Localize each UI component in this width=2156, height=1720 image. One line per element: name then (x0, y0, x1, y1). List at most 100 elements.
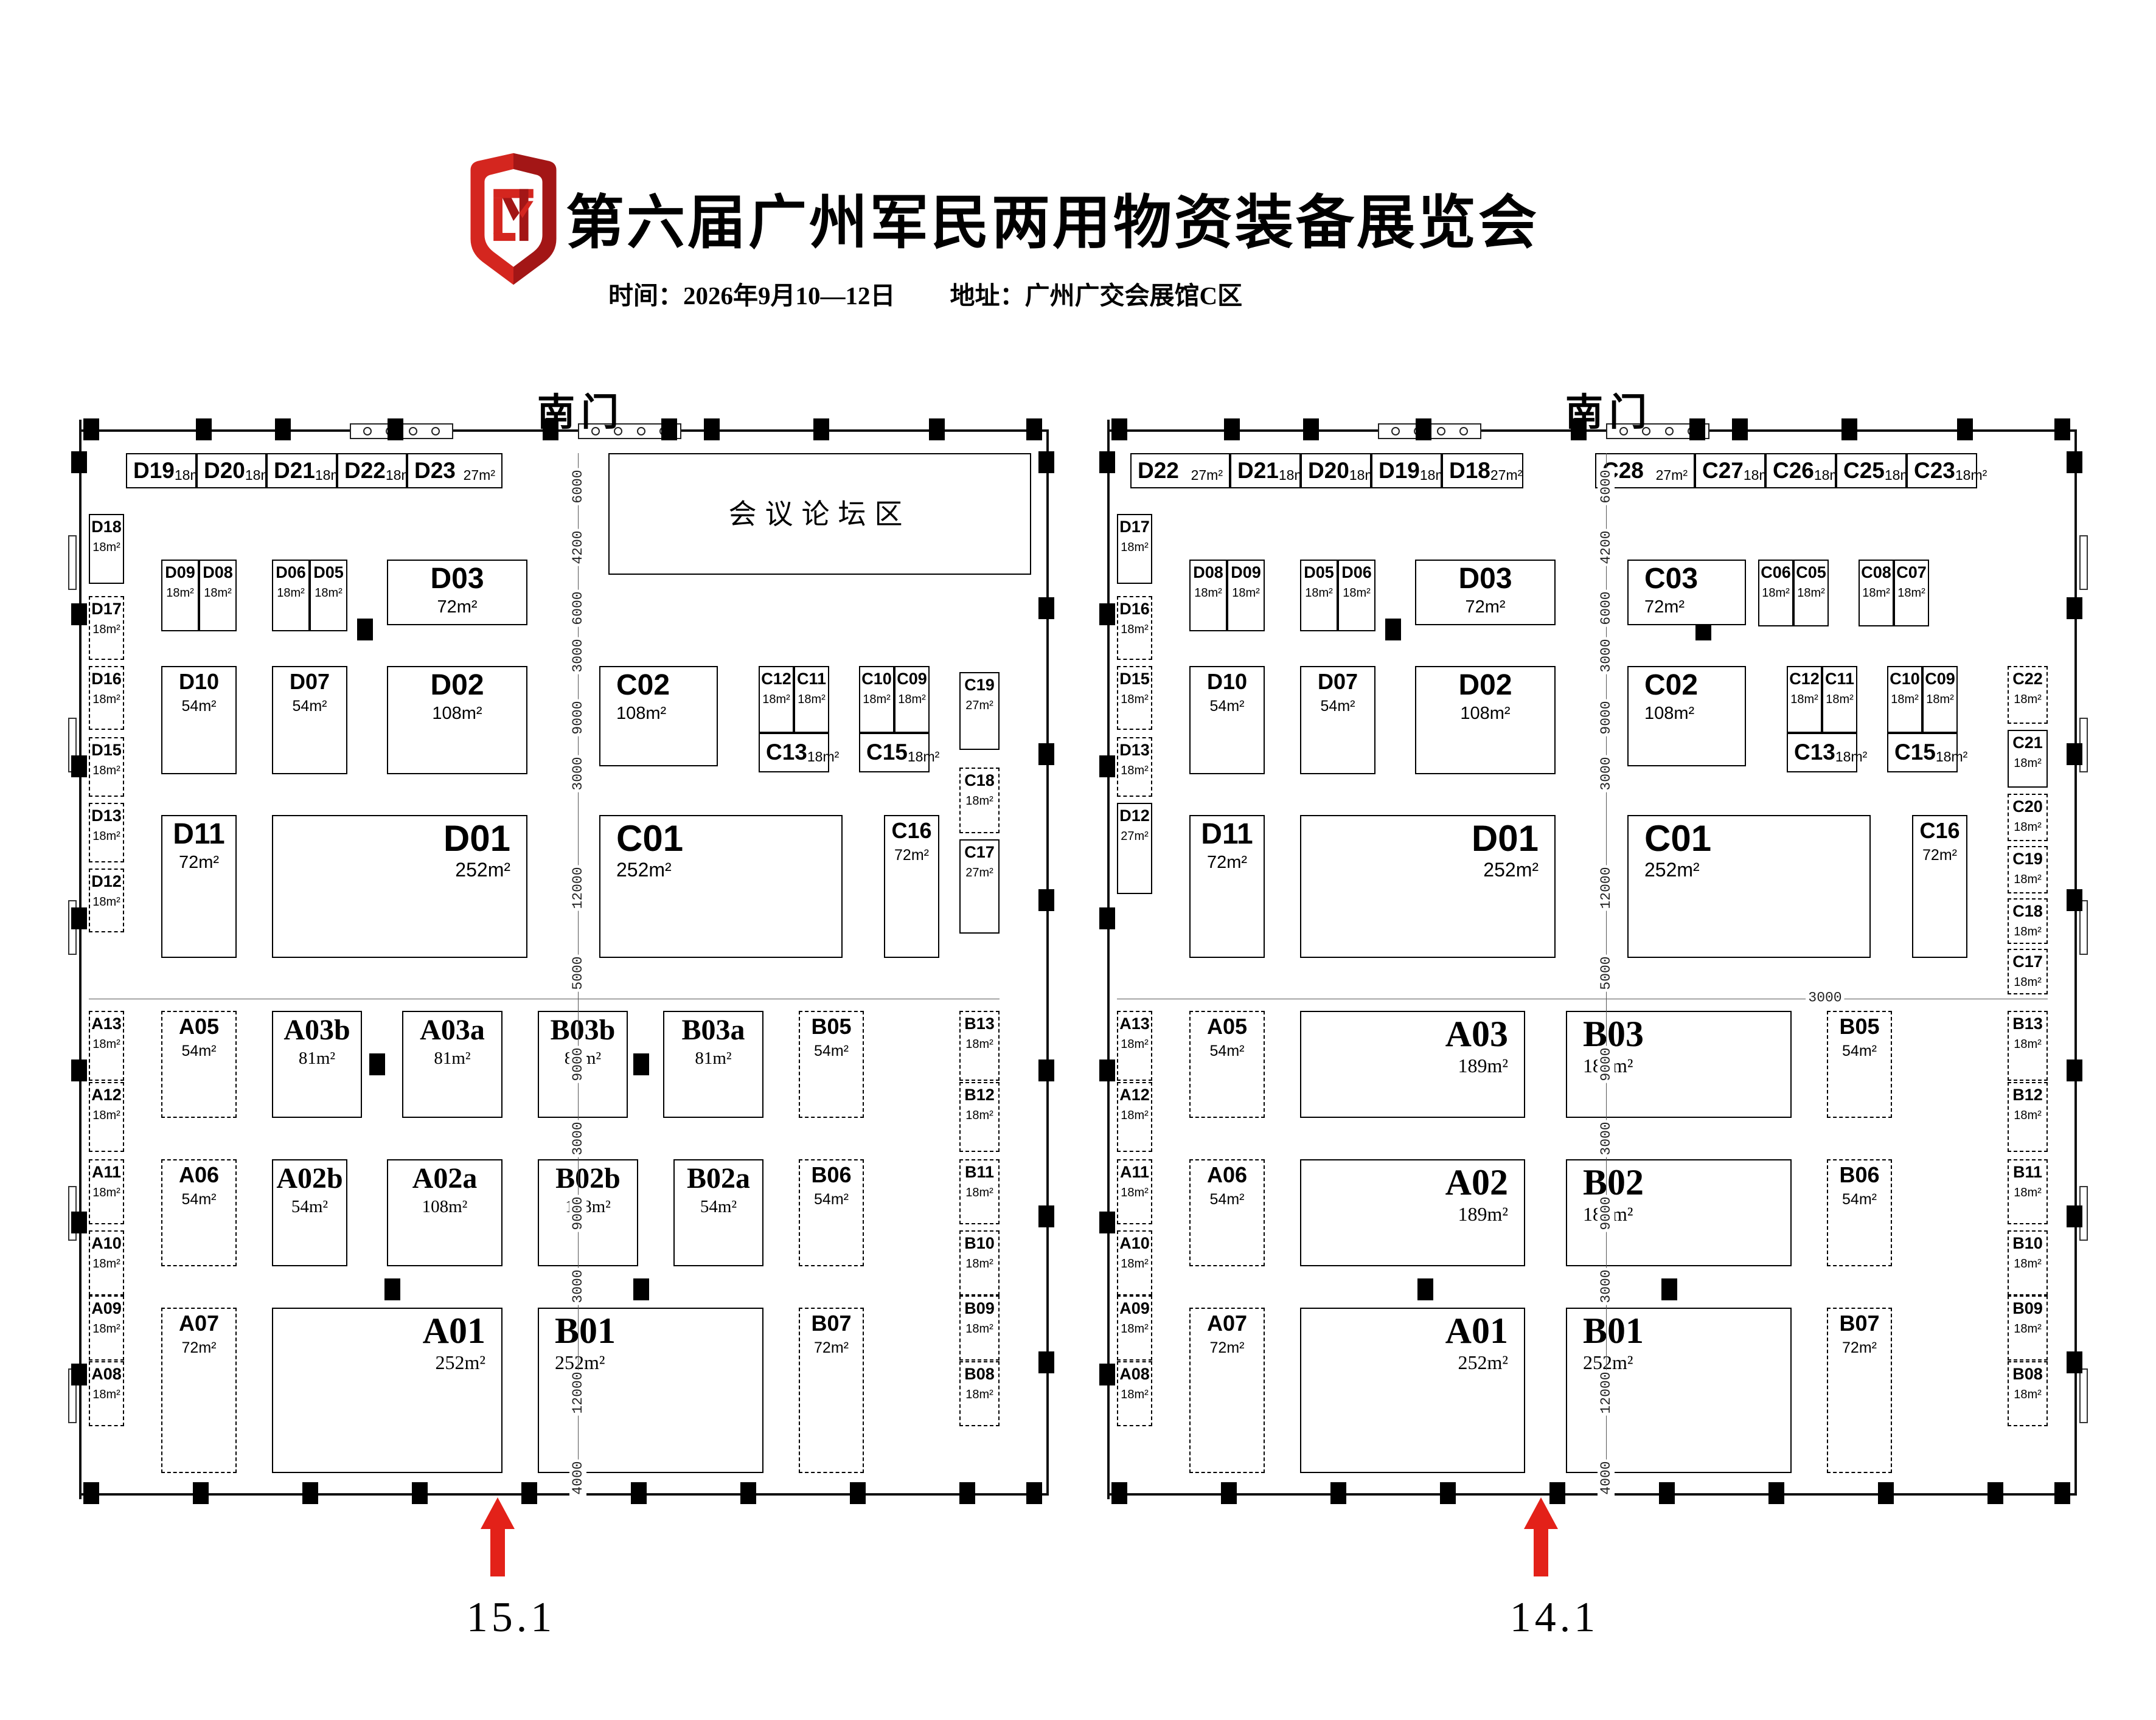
booth-area-label: 54m² (1209, 1190, 1245, 1208)
booth-id-label: C12 (761, 670, 791, 688)
booth-id-label: B06 (811, 1162, 852, 1187)
booth-area-label: 18m² (277, 586, 305, 600)
booth-id-label: D08 (1193, 563, 1223, 581)
booth-area-label: 252m² (1458, 1351, 1508, 1373)
pillar (1732, 418, 1748, 440)
pillar (302, 1482, 318, 1504)
desk-circle (1664, 427, 1674, 435)
dimension-label: 6000 (569, 468, 586, 505)
booth-area-label: 27m² (965, 866, 993, 880)
booth-id-label: C01 (1644, 818, 1712, 859)
booth-area-label: 18m² (2014, 1322, 2042, 1336)
pillar (1099, 1364, 1115, 1385)
pillar (1689, 418, 1705, 440)
hall-number: 15.1 (466, 1594, 556, 1641)
wall (79, 1493, 1049, 1496)
booth-area-label: 72m² (1644, 597, 1685, 617)
booth-id-label: D02 (430, 669, 484, 701)
pillar (1099, 755, 1115, 777)
pillar (1038, 451, 1054, 473)
booth-id-label: A08 (1119, 1365, 1150, 1383)
window-symbol (2079, 1368, 2088, 1423)
booth-id-label: C07 (1896, 563, 1927, 581)
dimension-label: 9000 (569, 1195, 586, 1232)
booth-area-label: 18m² (1897, 586, 1925, 600)
desk-circle (1459, 427, 1469, 435)
dimension-label: 6000 (1598, 589, 1615, 627)
pillar (2054, 418, 2070, 440)
booth-area-label: 54m² (814, 1190, 849, 1208)
booth-area-label: 252m² (555, 1351, 605, 1373)
pillar (704, 418, 720, 440)
dimension-label: 5000 (1598, 954, 1615, 992)
booth-area-label: 18m² (1862, 586, 1890, 600)
pillar (83, 418, 99, 440)
booth-area-label: 54m² (181, 697, 217, 715)
booth-area-label: 18m² (1121, 1038, 1149, 1052)
booth-area-label: 108m² (616, 704, 667, 724)
booth-area-label: 18m² (1762, 586, 1790, 600)
booth-area-label: 18m² (1305, 586, 1333, 600)
booth-id-label: D22 (1138, 457, 1179, 483)
pillar (83, 1482, 99, 1504)
pillar (1330, 1482, 1346, 1504)
dimension-label: 12000 (1598, 1370, 1615, 1416)
booth-id-label: C19 (2012, 850, 2043, 868)
pillar (633, 1278, 649, 1300)
booth-id-label: A11 (91, 1163, 122, 1181)
booth-area-label: 18m² (92, 693, 120, 707)
booth-id-label: D02 (1458, 669, 1512, 701)
hall-number: 14.1 (1509, 1594, 1599, 1641)
booth-area-label: 18m² (1121, 1257, 1149, 1271)
dimension-label: 12000 (569, 865, 586, 911)
booth-id-label: D12 (91, 872, 122, 890)
pillar (740, 1482, 756, 1504)
booth-id-label: A10 (1119, 1234, 1150, 1252)
booth-id-label: C17 (2012, 952, 2043, 971)
booth-id-label: D10 (1206, 669, 1248, 694)
booth-area-label: 18m² (965, 1388, 993, 1402)
booth-area-label: 18m² (2014, 1109, 2042, 1123)
pillar (1099, 907, 1115, 929)
booth-id-label: B08 (2012, 1365, 2043, 1383)
pillar (1659, 1482, 1675, 1504)
booth-id-label: C02 (1644, 669, 1699, 701)
booth-area-label: 54m² (1209, 697, 1245, 715)
arrow-stem (1534, 1529, 1548, 1576)
pillar (1417, 1278, 1433, 1300)
booth-id-label: C17 (964, 843, 995, 861)
booth-id-label: B02a (686, 1162, 750, 1195)
subtitle-time: 时间：2026年9月10—12日 (608, 282, 895, 310)
booth-id-label: C06 (1761, 563, 1791, 581)
pillar (1038, 597, 1054, 619)
booth-id-label: D22 (344, 457, 386, 483)
booth-area-label: 18m² (1232, 586, 1260, 600)
booth-id-label: C26 (1773, 457, 1814, 483)
pillar (1661, 1278, 1677, 1300)
wall (1046, 429, 1049, 1496)
booth-area-label: 54m² (292, 697, 327, 715)
